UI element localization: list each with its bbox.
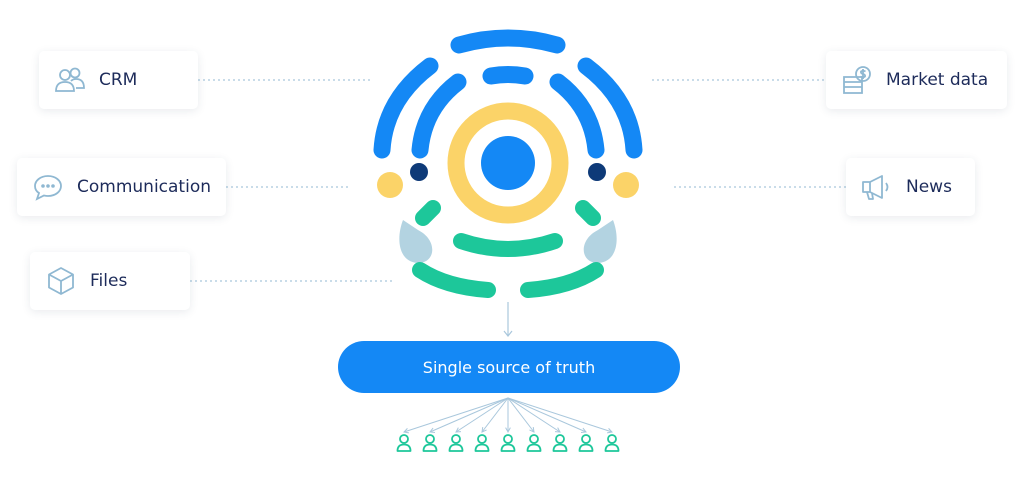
user-icon: [500, 434, 516, 452]
user-icon: [552, 434, 568, 452]
chat-bubble-icon: [31, 170, 65, 204]
logo-drop-right: [583, 220, 617, 263]
fan-arrow: [403, 397, 509, 433]
user-icon: [526, 434, 542, 452]
logo-navy-dot-left: [410, 163, 428, 181]
logo-yellow-ring: [447, 102, 569, 224]
card-files: Files: [30, 252, 190, 310]
card-news-label: News: [906, 177, 952, 197]
megaphone-icon: [860, 170, 894, 204]
logo-arc-inner-left: [411, 73, 467, 159]
user-icon: [448, 434, 464, 452]
logo-arc-outer-left: [373, 57, 439, 159]
logo-arc-inner-right: [549, 73, 605, 159]
fan-arrowhead: [481, 426, 487, 433]
fan-out-arrows: [403, 397, 613, 434]
fan-arrow: [507, 397, 535, 433]
hub-arrow: [503, 302, 513, 337]
fan-arrowhead: [455, 427, 462, 433]
logo-green-arc-middle: [453, 233, 563, 257]
card-communication-label: Communication: [77, 177, 211, 197]
fan-arrowhead: [403, 428, 410, 434]
card-files-label: Files: [90, 271, 128, 291]
user-icon: [474, 434, 490, 452]
fan-arrowhead: [554, 427, 561, 433]
logo-yellow-dot-right: [613, 172, 639, 198]
logo-arc-outer-right: [577, 57, 643, 159]
user-icon: [422, 434, 438, 452]
logo-arc-top: [450, 29, 566, 54]
card-market-data: Market data: [826, 51, 1007, 109]
cube-icon: [44, 264, 78, 298]
fan-arrowhead: [580, 427, 587, 433]
fan-arrow: [455, 397, 509, 433]
logo-navy-dot-right: [588, 163, 606, 181]
logo-arc-inner-top: [482, 66, 534, 85]
user-icon: [396, 434, 412, 452]
card-market-data-label: Market data: [886, 70, 989, 90]
user-icon: [578, 434, 594, 452]
user-group: [396, 434, 620, 452]
logo-green-arc-bottom-right: [520, 262, 604, 298]
card-news: News: [846, 158, 975, 216]
logo-green-arc-bottom-left: [412, 262, 496, 298]
fan-arrow: [507, 397, 561, 433]
logo-drop-left: [399, 220, 433, 263]
fan-arrowhead: [529, 426, 535, 433]
logo-yellow-dot-left: [377, 172, 403, 198]
card-crm-label: CRM: [99, 70, 138, 90]
single-source-of-truth-pill: Single source of truth: [338, 341, 680, 393]
card-crm: CRM: [39, 51, 198, 109]
fan-arrowhead: [606, 428, 613, 434]
pill-label: Single source of truth: [422, 357, 596, 377]
logo-center-dot: [481, 136, 535, 190]
fan-arrow: [481, 397, 509, 433]
connector-lines: [190, 79, 846, 282]
money-stack-icon: [840, 63, 874, 97]
user-icon: [604, 434, 620, 452]
users-icon: [53, 63, 87, 97]
card-communication: Communication: [17, 158, 226, 216]
fan-arrow: [507, 397, 613, 433]
fan-arrow: [507, 397, 587, 433]
hub-logo: [373, 29, 643, 298]
fan-arrow: [429, 397, 509, 433]
logo-green-dash-left: [415, 200, 441, 226]
logo-green-dash-right: [575, 200, 601, 226]
fan-arrowhead: [429, 427, 436, 433]
fan-arrowhead: [505, 427, 511, 434]
